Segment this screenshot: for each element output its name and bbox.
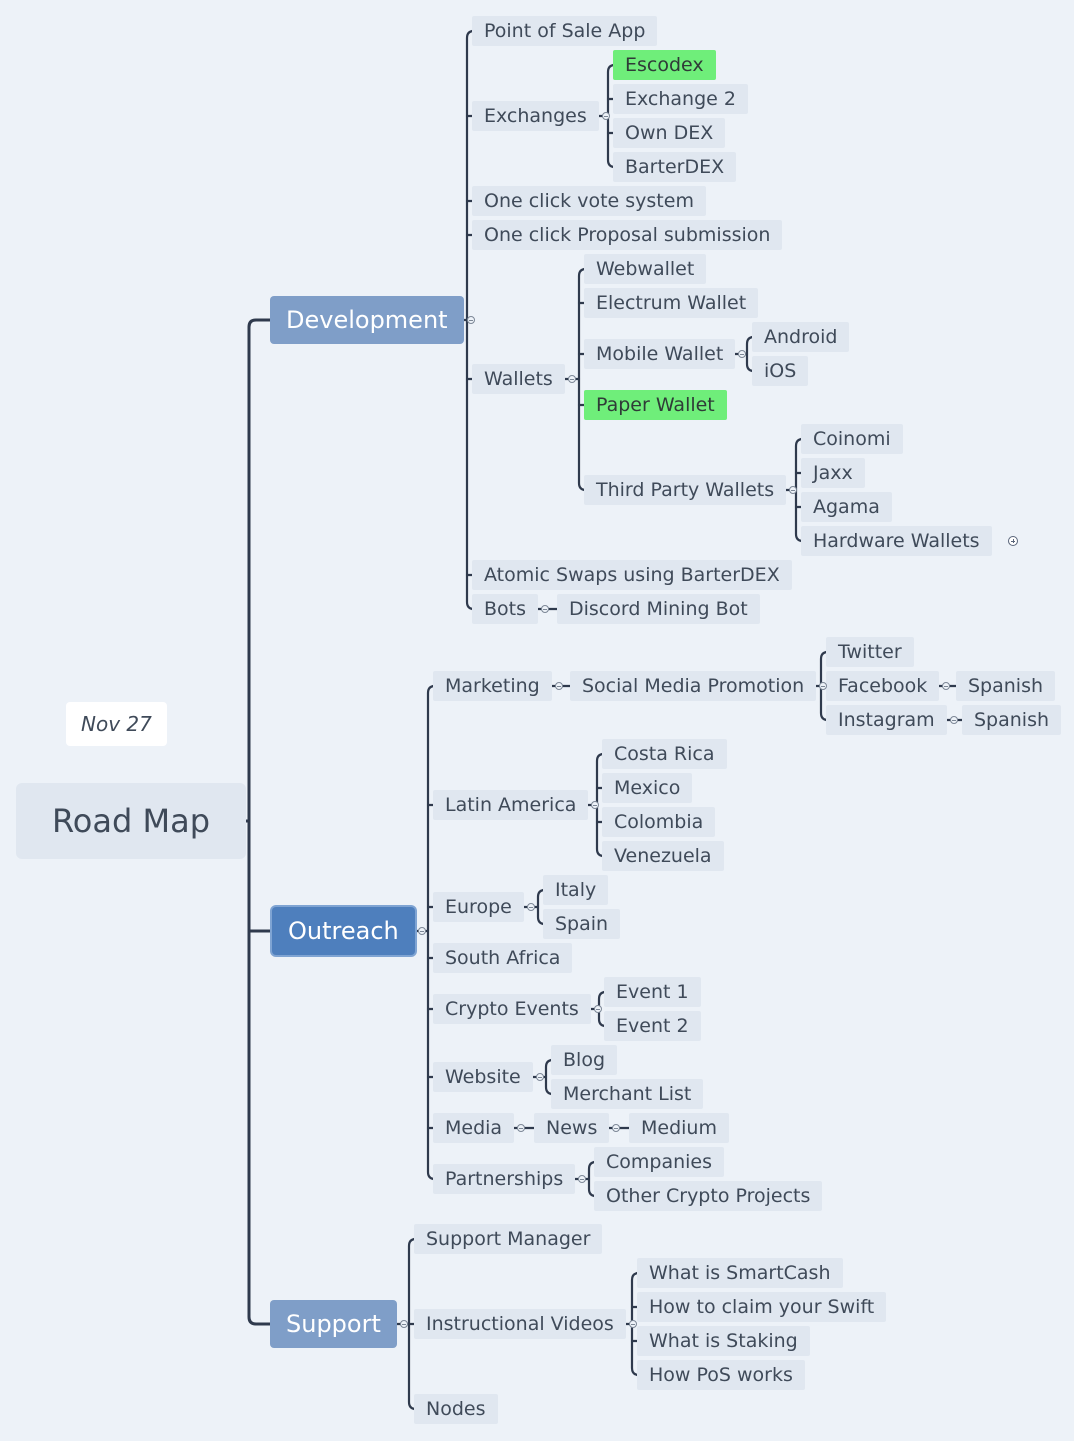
topic-latin-america[interactable]: Latin America [433, 790, 589, 820]
topic-colombia[interactable]: Colombia [602, 807, 716, 837]
collapse-toggle-icon[interactable] [541, 605, 549, 613]
collapse-toggle-icon[interactable] [819, 682, 827, 690]
topic-hardware-wallets[interactable]: Hardware Wallets [801, 526, 992, 556]
collapse-toggle-icon[interactable] [568, 375, 576, 383]
date-label: Nov 27 [66, 702, 167, 746]
topic-paper-wallet[interactable]: Paper Wallet [584, 390, 727, 420]
collapse-toggle-icon[interactable] [629, 1320, 637, 1328]
topic-mexico[interactable]: Mexico [602, 773, 693, 803]
topic-android[interactable]: Android [752, 322, 850, 352]
topic-partnerships[interactable]: Partnerships [433, 1164, 576, 1194]
topic-how-pos-works[interactable]: How PoS works [637, 1360, 805, 1390]
collapse-toggle-icon[interactable] [789, 486, 797, 494]
topic-medium[interactable]: Medium [629, 1113, 729, 1143]
topic-atomic-swaps-using-barterdex[interactable]: Atomic Swaps using BarterDEX [472, 560, 792, 590]
topic-venezuela[interactable]: Venezuela [602, 841, 724, 871]
topic-one-click-proposal-submission[interactable]: One click Proposal submission [472, 220, 783, 250]
topic-marketing[interactable]: Marketing [433, 671, 552, 701]
topic-electrum-wallet[interactable]: Electrum Wallet [584, 288, 759, 318]
topic-italy[interactable]: Italy [543, 875, 609, 905]
topic-companies[interactable]: Companies [594, 1147, 725, 1177]
topic-discord-mining-bot[interactable]: Discord Mining Bot [557, 594, 760, 624]
topic-how-to-claim-your-swift[interactable]: How to claim your Swift [637, 1292, 887, 1322]
topic-news[interactable]: News [534, 1113, 610, 1143]
collapse-toggle-icon[interactable] [591, 801, 599, 809]
topic-own-dex[interactable]: Own DEX [613, 118, 726, 148]
topic-merchant-list[interactable]: Merchant List [551, 1079, 704, 1109]
collapse-toggle-icon[interactable] [418, 927, 426, 935]
topic-south-africa[interactable]: South Africa [433, 943, 573, 973]
topic-one-click-vote-system[interactable]: One click vote system [472, 186, 706, 216]
topic-event-2[interactable]: Event 2 [604, 1011, 701, 1041]
collapse-toggle-icon[interactable] [942, 682, 950, 690]
connector-line [544, 1058, 554, 1096]
topic-third-party-wallets[interactable]: Third Party Wallets [584, 475, 787, 505]
topic-support-manager[interactable]: Support Manager [414, 1224, 603, 1254]
topic-spain[interactable]: Spain [543, 909, 621, 939]
topic-instagram[interactable]: Instagram [826, 705, 947, 735]
topic-exchange-2[interactable]: Exchange 2 [613, 84, 748, 114]
collapse-toggle-icon[interactable] [612, 1124, 620, 1132]
connector-line [247, 318, 272, 1326]
main-topic-support[interactable]: Support [270, 1300, 397, 1348]
topic-other-crypto-projects[interactable]: Other Crypto Projects [594, 1181, 823, 1211]
collapse-toggle-icon[interactable] [594, 1005, 602, 1013]
collapse-toggle-icon[interactable] [738, 350, 746, 358]
connector-line [426, 684, 436, 1181]
connector-line [745, 335, 755, 373]
connector-line [536, 888, 546, 926]
topic-website[interactable]: Website [433, 1062, 533, 1092]
collapse-toggle-icon[interactable] [467, 316, 475, 324]
topic-point-of-sale-app[interactable]: Point of Sale App [472, 16, 658, 46]
main-topic-development[interactable]: Development [270, 296, 464, 344]
topic-barterdex[interactable]: BarterDEX [613, 152, 737, 182]
topic-ios[interactable]: iOS [752, 356, 809, 386]
collapse-toggle-icon[interactable] [950, 716, 958, 724]
topic-bots[interactable]: Bots [472, 594, 539, 624]
collapse-toggle-icon[interactable] [527, 903, 535, 911]
topic-mobile-wallet[interactable]: Mobile Wallet [584, 339, 736, 369]
topic-nodes[interactable]: Nodes [414, 1394, 498, 1424]
topic-wallets[interactable]: Wallets [472, 364, 565, 394]
topic-what-is-smartcash[interactable]: What is SmartCash [637, 1258, 843, 1288]
topic-blog[interactable]: Blog [551, 1045, 617, 1075]
topic-social-media-promotion[interactable]: Social Media Promotion [570, 671, 817, 701]
expand-topic-icon[interactable] [1008, 536, 1018, 546]
topic-exchanges[interactable]: Exchanges [472, 101, 599, 131]
collapse-toggle-icon[interactable] [602, 112, 610, 120]
topic-media[interactable]: Media [433, 1113, 515, 1143]
topic-facebook[interactable]: Facebook [826, 671, 940, 701]
collapse-toggle-icon[interactable] [578, 1175, 586, 1183]
topic-spanish[interactable]: Spanish [956, 671, 1056, 701]
topic-jaxx[interactable]: Jaxx [801, 458, 865, 488]
topic-escodex[interactable]: Escodex [613, 50, 716, 80]
topic-instructional-videos[interactable]: Instructional Videos [414, 1309, 626, 1339]
main-topic-outreach[interactable]: Outreach [272, 907, 415, 955]
central-topic[interactable]: Road Map [16, 783, 246, 859]
topic-crypto-events[interactable]: Crypto Events [433, 994, 591, 1024]
topic-twitter[interactable]: Twitter [826, 637, 914, 667]
collapse-toggle-icon[interactable] [536, 1073, 544, 1081]
topic-what-is-staking[interactable]: What is Staking [637, 1326, 810, 1356]
topic-costa-rica[interactable]: Costa Rica [602, 739, 727, 769]
topic-webwallet[interactable]: Webwallet [584, 254, 707, 284]
collapse-toggle-icon[interactable] [400, 1320, 408, 1328]
connector-line [587, 1160, 597, 1198]
topic-coinomi[interactable]: Coinomi [801, 424, 903, 454]
topic-agama[interactable]: Agama [801, 492, 892, 522]
topic-event-1[interactable]: Event 1 [604, 977, 701, 1007]
topic-europe[interactable]: Europe [433, 892, 524, 922]
topic-spanish[interactable]: Spanish [962, 705, 1062, 735]
collapse-toggle-icon[interactable] [517, 1124, 525, 1132]
connector-line [577, 267, 587, 492]
collapse-toggle-icon[interactable] [555, 682, 563, 690]
